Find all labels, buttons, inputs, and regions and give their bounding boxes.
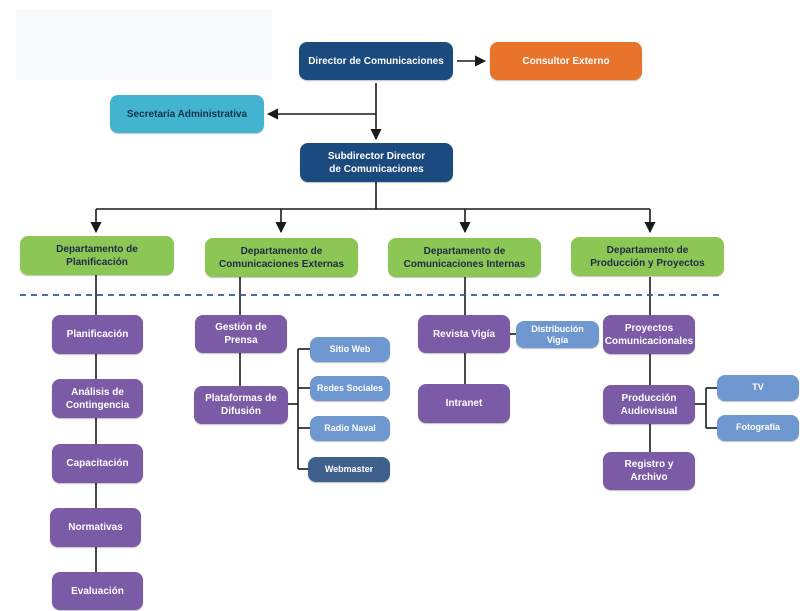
unit-distribucion-box: Distribución Vigía xyxy=(516,321,599,348)
unit-redes-sociales-label: Redes Sociales xyxy=(316,382,384,393)
unit-radio-naval-box: Radio Naval xyxy=(310,416,390,441)
unit-analisis-line1: Análisis de xyxy=(71,386,124,398)
dept-planificacion-line2: Planificación xyxy=(66,256,128,268)
subdirector-box: Subdirector Director de Comunicaciones xyxy=(300,143,453,182)
subdirector-label-line2: de Comunicaciones xyxy=(329,163,424,175)
unit-analisis-box: Análisis de Contingencia xyxy=(52,379,143,418)
dept-produccion-line2: Producción y Proyectos xyxy=(590,257,705,269)
unit-tv-box: TV xyxy=(717,375,799,401)
unit-plataformas-line1: Plataformas de xyxy=(205,393,277,404)
dept-internas-line2: Comunicaciones Internas xyxy=(403,258,526,270)
unit-distribucion-line2: Vigía xyxy=(546,334,569,345)
unit-sitio-web-box: Sitio Web xyxy=(310,337,390,362)
unit-revista-label: Revista Vigía xyxy=(432,328,496,340)
unit-radio-naval-label: Radio Naval xyxy=(324,422,376,433)
dept-externas-line1: Departamento de xyxy=(240,245,323,257)
unit-sitio-web-label: Sitio Web xyxy=(329,343,371,354)
unit-registro-line2: Archivo xyxy=(630,472,668,483)
director-label: Director de Comunicaciones xyxy=(308,55,444,67)
unit-planificacion-box: Planificación xyxy=(52,315,143,354)
unit-normativas-label: Normativas xyxy=(68,522,123,533)
secretaria-box: Secretaría Administrativa xyxy=(110,95,264,133)
unit-fotografia-label: Fotografía xyxy=(736,422,780,433)
unit-intranet-label: Intranet xyxy=(445,398,483,409)
unit-revista-box: Revista Vigía xyxy=(418,315,510,353)
dept-planificacion-line1: Departamento de xyxy=(56,243,138,255)
dept-internas-line1: Departamento de xyxy=(423,245,506,257)
dept-planificacion-box: Departamento de Planificación xyxy=(20,236,174,275)
secretaria-label: Secretaría Administrativa xyxy=(126,108,248,120)
unit-proyectos-line1: Proyectos xyxy=(624,322,674,334)
dept-internas-box: Departamento de Comunicaciones Internas xyxy=(388,238,541,277)
unit-proyectos-line2: Comunicacionales xyxy=(604,335,694,347)
dept-externas-line2: Comunicaciones Externas xyxy=(218,258,345,270)
unit-evaluacion-box: Evaluación xyxy=(52,572,143,610)
unit-gestion-prensa-box: Gestión de Prensa xyxy=(195,315,287,353)
unit-produccion-line1: Producción xyxy=(621,392,677,404)
dept-externas-box: Departamento de Comunicaciones Externas xyxy=(205,238,358,277)
consultor-label: Consultor Externo xyxy=(522,55,610,67)
unit-registro-line1: Registro y xyxy=(624,459,674,470)
dept-produccion-line1: Departamento de xyxy=(606,244,689,256)
unit-fotografia-box: Fotografía xyxy=(717,415,799,441)
unit-capacitacion-box: Capacitación xyxy=(52,444,143,483)
unit-plataformas-box: Plataformas de Difusión xyxy=(194,386,288,424)
unit-produccion-line2: Audiovisual xyxy=(620,405,678,417)
unit-distribucion-line1: Distribución xyxy=(531,324,584,335)
unit-redes-sociales-box: Redes Sociales xyxy=(310,376,390,401)
unit-proyectos-box: Proyectos Comunicacionales xyxy=(603,315,695,354)
unit-evaluacion-label: Evaluación xyxy=(71,585,124,597)
unit-webmaster-label: Webmaster xyxy=(324,463,374,474)
unit-gestion-prensa-label: Gestión de Prensa xyxy=(215,322,267,346)
unit-webmaster-box: Webmaster xyxy=(308,457,390,482)
director-box: Director de Comunicaciones xyxy=(299,42,453,80)
unit-intranet-box: Intranet xyxy=(418,384,510,423)
unit-normativas-box: Normativas xyxy=(50,508,141,547)
header-background-block xyxy=(16,10,272,80)
unit-planificacion-label: Planificación xyxy=(66,329,129,340)
unit-tv-label: TV xyxy=(752,382,764,393)
unit-produccion-audiovisual-box: Producción Audiovisual xyxy=(603,385,695,424)
dept-produccion-box: Departamento de Producción y Proyectos xyxy=(571,237,724,276)
unit-analisis-line2: Contingencia xyxy=(65,399,130,411)
subdirector-label-line1: Subdirector Director xyxy=(327,150,426,162)
consultor-box: Consultor Externo xyxy=(490,42,642,80)
unit-capacitacion-label: Capacitación xyxy=(66,458,129,469)
unit-registro-box: Registro y Archivo xyxy=(603,452,695,490)
unit-plataformas-line2: Difusión xyxy=(221,406,261,417)
